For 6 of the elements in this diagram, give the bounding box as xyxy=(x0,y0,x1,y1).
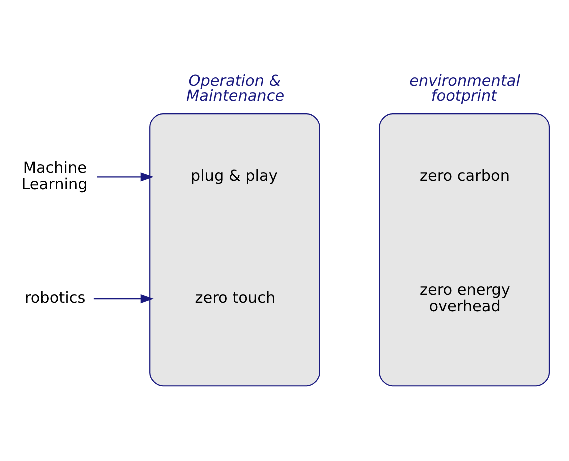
arrow xyxy=(94,294,154,304)
arrow xyxy=(97,172,154,182)
node-text: robotics xyxy=(24,289,86,308)
node-text: Machine Learning xyxy=(22,159,88,194)
node-label: Operation & Maintenance xyxy=(186,72,285,106)
node-label: environmental footprint xyxy=(410,72,520,106)
